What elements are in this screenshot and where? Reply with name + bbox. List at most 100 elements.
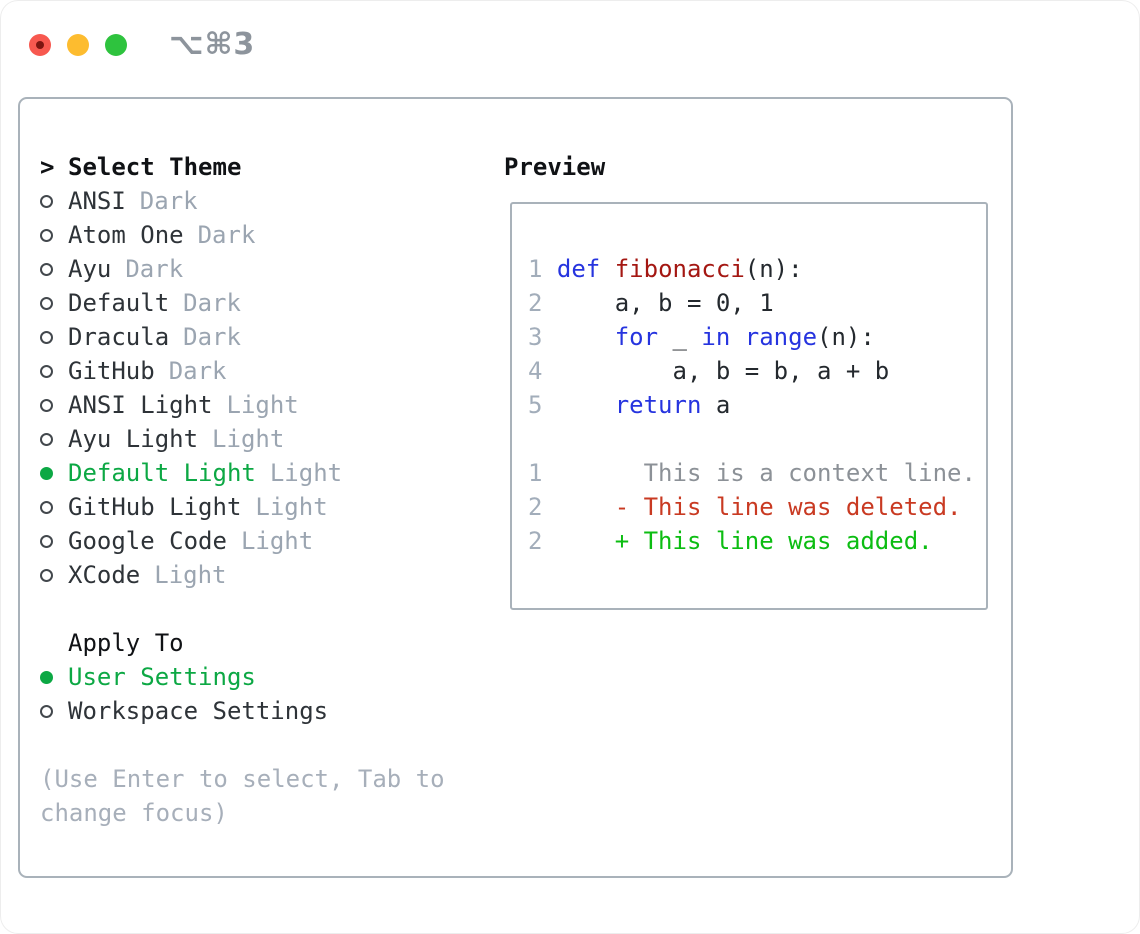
theme-option-github-light[interactable]: GitHub Light Light (40, 490, 342, 524)
code-token: in (701, 323, 731, 351)
item-variant-tag: Dark (125, 255, 184, 283)
radio-ring (40, 194, 53, 208)
theme-option-default-light[interactable]: Default Light Light (40, 456, 342, 490)
close-button[interactable] (29, 33, 51, 56)
radio-ring (40, 262, 53, 276)
item-variant-tag: Dark (197, 221, 256, 249)
item-label: Select Theme (68, 153, 242, 181)
radio-ring (40, 568, 53, 582)
item-label: Apply To (68, 629, 184, 657)
item-variant-tag: Dark (183, 323, 241, 351)
prompt-cursor-icon: > (40, 153, 68, 181)
radio-selected-icon (40, 670, 68, 684)
radio-unselected-icon (40, 534, 68, 548)
item-label: Ayu Light (68, 425, 199, 453)
code-token: a, b = 0, 1 (556, 289, 774, 317)
item-label: XCode (68, 561, 141, 589)
code-token: (n): (817, 323, 875, 351)
radio-ring (40, 534, 53, 548)
code-line: 2 - This line was deleted. (528, 490, 986, 524)
radio-unselected-icon (40, 432, 68, 446)
code-token: fibonacci (614, 255, 745, 283)
radio-unselected-icon (40, 704, 68, 718)
radio-ring (40, 398, 53, 412)
code-line (528, 422, 986, 456)
item-variant-tag: Dark (168, 357, 227, 385)
radio-ring (40, 364, 53, 378)
radio-unselected-icon (40, 568, 68, 582)
maximize-button[interactable] (105, 33, 127, 56)
theme-option-google-code[interactable]: Google Code Light (40, 524, 342, 558)
code-token: range (744, 323, 818, 351)
theme-option-xcode[interactable]: XCode Light (40, 558, 342, 592)
code-token: for (614, 323, 659, 351)
item-label: Default (68, 289, 170, 317)
code-line: 1 This is a context line. (528, 456, 986, 490)
hint-text: (Use Enter to select, Tab to change focu… (40, 765, 445, 827)
radio-unselected-icon (40, 194, 68, 208)
line-number: 2 (528, 493, 557, 521)
apply-option-user-settings[interactable]: User Settings (40, 660, 328, 694)
radio-unselected-icon (40, 500, 68, 514)
code-token (557, 391, 615, 419)
item-variant-tag: Light (269, 459, 343, 487)
code-line: 4 a, b = b, a + b (528, 354, 986, 388)
item-label: Ayu (68, 255, 112, 283)
apply-option-workspace-settings[interactable]: Workspace Settings (40, 694, 328, 728)
theme-option-default[interactable]: Default Dark (40, 286, 342, 320)
code-token: + This line was added. (556, 527, 933, 555)
code-token (557, 323, 615, 351)
item-label: ANSI Light (68, 391, 213, 419)
window-shortcut-label: ⌥⌘3 (169, 27, 256, 62)
radio-ring (40, 296, 53, 310)
radio-ring (40, 500, 53, 514)
radio-unselected-icon (40, 262, 68, 276)
preview-title: Preview (504, 153, 606, 181)
code-token: a (701, 391, 731, 419)
prompt-glyph: > (40, 153, 55, 181)
line-number: 3 (528, 323, 557, 351)
item-variant-tag: Dark (183, 289, 241, 317)
radio-ring (40, 466, 53, 480)
code-line: 3 for _ in range(n): (528, 320, 986, 354)
code-line: 5 return a (528, 388, 986, 422)
code-token (600, 255, 614, 283)
item-variant-tag: Light (240, 527, 314, 555)
item-label: GitHub Light (68, 493, 242, 521)
code-token: def (556, 255, 601, 283)
item-label: Atom One (68, 221, 184, 249)
code-line: 1 def fibonacci(n): (528, 252, 986, 286)
theme-option-atom-one[interactable]: Atom One Dark (40, 218, 342, 252)
radio-ring (40, 670, 53, 684)
line-number: 5 (528, 391, 557, 419)
close-dot-icon (36, 40, 44, 49)
code-token: return (614, 391, 702, 419)
apply-to-header: Apply To (40, 626, 328, 660)
code-token: a, b = b, a + b (556, 357, 890, 385)
radio-unselected-icon (40, 296, 68, 310)
item-label: ANSI (68, 187, 126, 215)
item-label: Default Light (68, 459, 256, 487)
item-variant-tag: Light (154, 561, 227, 589)
item-variant-tag: Light (255, 493, 328, 521)
theme-option-ayu[interactable]: Ayu Dark (40, 252, 342, 286)
item-label: Workspace Settings (68, 697, 329, 725)
code-token: - This line was deleted. (556, 493, 962, 521)
line-number: 1 (528, 459, 557, 487)
item-label: Google Code (68, 527, 227, 555)
code-token: (n): (744, 255, 803, 283)
code-line: 2 + This line was added. (528, 524, 986, 558)
radio-unselected-icon (40, 228, 68, 242)
minimize-button[interactable] (67, 33, 89, 56)
line-number: 1 (528, 255, 557, 283)
radio-ring (40, 704, 53, 718)
